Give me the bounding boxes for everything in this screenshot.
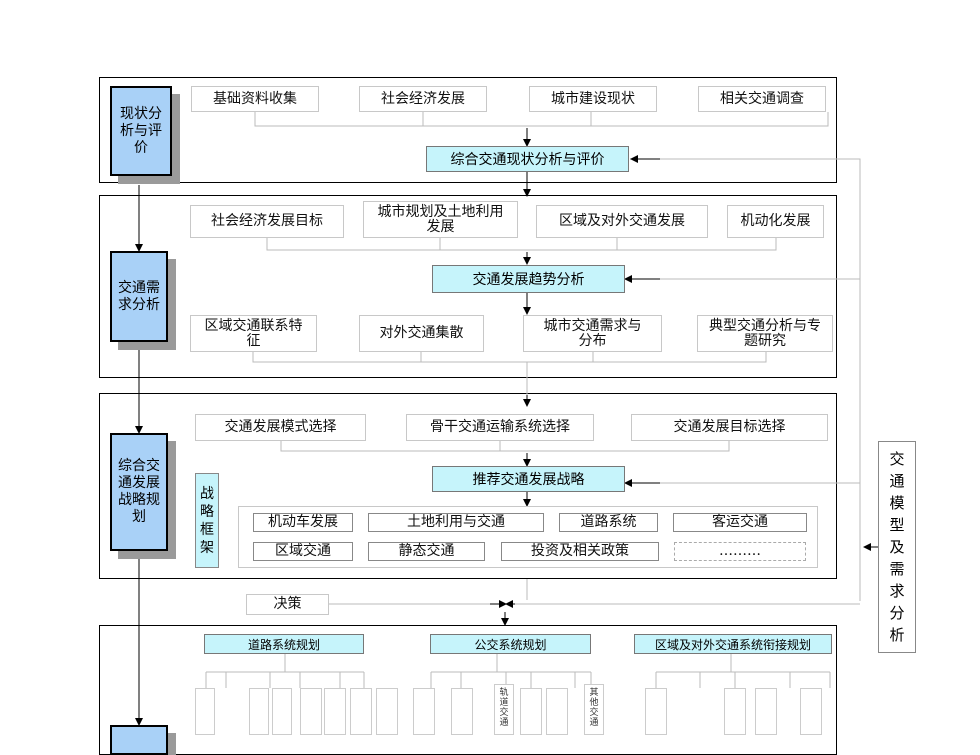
framework-passenger: 客运交通 — [673, 513, 807, 532]
road-item-strip — [350, 688, 372, 735]
strategy-framework — [238, 506, 818, 568]
transit-system-planning: 公交系统规划 — [430, 634, 591, 654]
framework-more: ……… — [674, 542, 806, 561]
input-basic-data: 基础资料收集 — [191, 86, 319, 112]
road-item-strip — [324, 688, 346, 735]
stage-current-status: 现状分析与评价 — [110, 86, 172, 176]
input-regional-traffic: 区域及对外交通发展 — [536, 205, 708, 238]
road-system-planning: 道路系统规划 — [204, 634, 364, 654]
status-evaluation-box: 综合交通现状分析与评价 — [426, 146, 629, 172]
side-model-demand-label: 交通模型及需求分析 — [878, 441, 916, 653]
road-item-strip — [272, 688, 292, 735]
regional-item-strip — [645, 688, 667, 735]
regional-item-strip — [724, 688, 746, 735]
transit-item-strip — [451, 688, 473, 735]
transit-item-strip — [546, 688, 568, 735]
strategy-framework-label: 战略框架 — [195, 473, 219, 568]
choice-backbone-system: 骨干交通运输系统选择 — [406, 414, 594, 441]
regional-item-strip — [755, 688, 777, 735]
recommended-strategy-box: 推荐交通发展战略 — [432, 466, 625, 492]
input-urban-status: 城市建设现状 — [529, 86, 657, 112]
road-item-strip — [300, 688, 322, 735]
road-item-strip — [195, 688, 215, 735]
input-socioeconomic-goals: 社会经济发展目标 — [190, 205, 344, 238]
choice-development-goal: 交通发展目标选择 — [631, 414, 828, 441]
regional-connection-planning: 区域及对外交通系统衔接规划 — [634, 634, 832, 654]
transit-item-strip — [520, 688, 542, 735]
input-socioeconomic: 社会经济发展 — [359, 86, 487, 112]
stage-next — [110, 725, 168, 755]
stage-strategy: 综合交通发展战略规划 — [110, 433, 168, 551]
framework-static: 静态交通 — [368, 542, 485, 561]
connector-lines — [135, 112, 878, 726]
transit-item-strip — [413, 688, 435, 735]
framework-road-system: 道路系统 — [559, 513, 658, 532]
input-land-use: 城市规划及土地利用发展 — [363, 201, 518, 238]
output-typical-analysis: 典型交通分析与专题研究 — [697, 315, 833, 352]
transit-rail-strip: 轨道交通 — [494, 684, 514, 735]
transit-other-strip: 其他交通 — [584, 684, 604, 735]
decision-box: 决策 — [246, 594, 329, 615]
output-external-collection: 对外交通集散 — [359, 315, 484, 352]
framework-motor-vehicle: 机动车发展 — [253, 513, 353, 532]
regional-item-strip — [800, 688, 822, 735]
output-urban-demand: 城市交通需求与分布 — [523, 315, 662, 352]
choice-development-mode: 交通发展模式选择 — [195, 414, 366, 441]
road-item-strip — [376, 688, 398, 735]
road-item-strip — [249, 688, 269, 735]
trend-analysis-box: 交通发展趋势分析 — [432, 265, 625, 293]
input-traffic-survey: 相关交通调查 — [698, 86, 826, 112]
framework-investment: 投资及相关政策 — [501, 542, 659, 561]
input-motorization: 机动化发展 — [727, 205, 824, 238]
framework-land-use: 土地利用与交通 — [368, 513, 544, 532]
output-regional-links: 区域交通联系特征 — [190, 315, 317, 352]
framework-regional: 区域交通 — [253, 542, 353, 561]
stage-demand-analysis: 交通需求分析 — [110, 251, 168, 342]
